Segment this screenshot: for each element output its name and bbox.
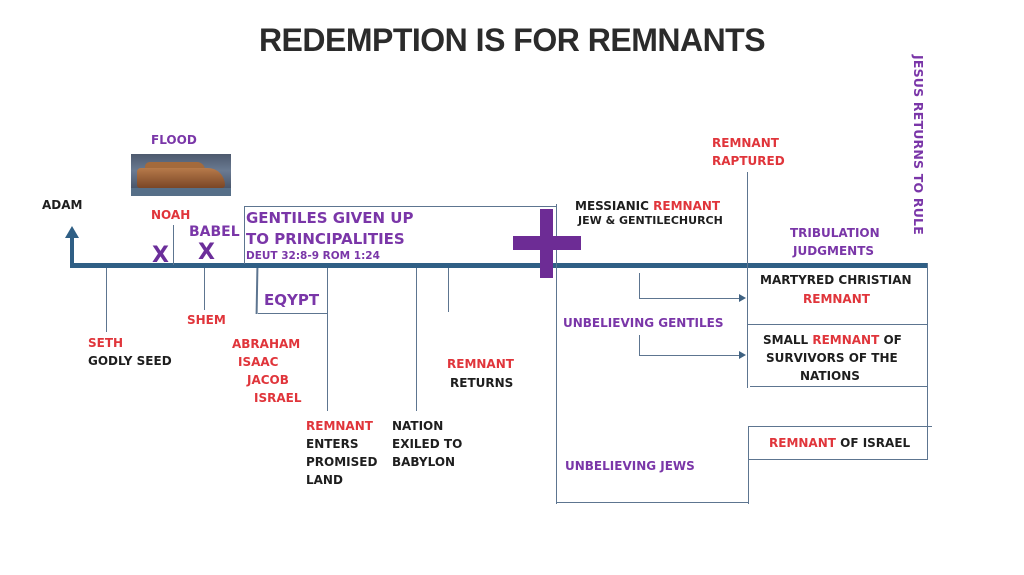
promised-line1: ENTERS <box>306 437 359 451</box>
noah-divider <box>173 225 174 265</box>
tribulation-line2: JUDGMENTS <box>793 244 875 258</box>
survivors-line1: SMALL REMNANT OF <box>763 331 902 349</box>
egypt-box-left <box>255 268 259 314</box>
gentiles-reference: DEUT 32:8-9 ROM 1:24 <box>246 250 380 262</box>
arrow-up-icon <box>65 226 79 238</box>
label-babel: BABEL <box>189 224 240 240</box>
label-abraham: ABRAHAM <box>232 337 301 351</box>
gentiles-line2: TO PRINCIPALITIES <box>246 230 405 248</box>
jesus-returns-label: JESUS RETURNS TO RULE <box>911 55 926 235</box>
returns-label: RETURNS <box>450 376 514 390</box>
promised-land-tick <box>327 268 328 411</box>
martyred-line1: MARTYRED CHRISTIAN <box>760 273 912 287</box>
of-text: OF <box>879 333 902 347</box>
messianic-remnant-label: MESSIANIC REMNANT <box>575 197 720 215</box>
israel-box-left <box>748 426 749 504</box>
label-noah: NOAH <box>151 208 191 222</box>
arrow-to-martyred <box>639 298 739 299</box>
unbelieving-jews-label: UNBELIEVING JEWS <box>565 459 695 473</box>
exile-tick <box>416 268 417 411</box>
label-adam: ADAM <box>42 198 83 212</box>
gentiles-box-left <box>244 206 245 264</box>
seth-tick <box>106 268 107 332</box>
martyred-box-bottom <box>748 324 928 325</box>
arrow-right-icon <box>739 294 746 302</box>
x-mark-icon: X <box>198 240 215 265</box>
label-israel: ISRAEL <box>254 391 302 405</box>
label-shem: SHEM <box>187 313 226 327</box>
israel-remnant-red: REMNANT <box>769 436 836 450</box>
arrow-to-survivors <box>639 355 739 356</box>
label-seth: SETH <box>88 336 124 350</box>
page-title: REDEMPTION IS FOR REMNANTS <box>258 22 766 58</box>
ark-icon <box>131 154 231 196</box>
messianic-text: MESSIANIC <box>575 199 654 213</box>
label-jacob: JACOB <box>247 373 289 387</box>
gentiles-branch-bottom <box>639 335 640 355</box>
shem-tick <box>204 268 205 310</box>
returns-tick <box>448 268 449 312</box>
small-remnant-text: REMNANT <box>812 333 880 347</box>
israel-remnant-label: REMNANT OF ISRAEL <box>769 434 910 452</box>
label-flood: FLOOD <box>151 133 197 147</box>
israel-box-top <box>748 426 932 427</box>
survivors-line3: NATIONS <box>800 369 860 383</box>
israel-box-bottom <box>748 459 928 460</box>
promised-line3: LAND <box>306 473 343 487</box>
small-text: SMALL <box>763 333 813 347</box>
israel-remnant-black: OF ISRAEL <box>835 436 911 450</box>
exile-line1: NATION <box>392 419 444 433</box>
gentiles-branch-top <box>639 273 640 299</box>
exile-line2: EXILED TO <box>392 437 463 451</box>
survivors-box-bottom <box>750 386 928 387</box>
messianic-remnant-text: REMNANT <box>653 199 721 213</box>
promised-remnant: REMNANT <box>306 419 373 433</box>
arrow-right-icon <box>739 351 746 359</box>
tribulation-line1: TRIBULATION <box>790 226 880 240</box>
unbelieving-gentiles-label: UNBELIEVING GENTILES <box>563 316 724 330</box>
martyred-remnant: REMNANT <box>803 292 870 306</box>
gentiles-line1: GENTILES GIVEN UP <box>246 209 414 227</box>
label-godly-seed: GODLY SEED <box>88 354 172 368</box>
x-mark-icon: X <box>152 243 169 268</box>
egypt-box-bottom <box>258 313 328 314</box>
right-box-edge <box>927 263 928 460</box>
rapture-divider <box>747 172 748 388</box>
survivors-line2: SURVIVORS OF THE <box>766 351 898 365</box>
jews-box-bottom <box>556 502 749 503</box>
gentiles-box-top <box>244 206 556 207</box>
messianic-subtitle: JEW & GENTILECHURCH <box>578 214 723 227</box>
raptured-line2: RAPTURED <box>712 154 785 168</box>
label-egypt: EQYPT <box>264 291 320 309</box>
promised-line2: PROMISED <box>306 455 378 469</box>
church-era-divider <box>556 204 557 504</box>
exile-line3: BABYLON <box>392 455 456 469</box>
raptured-line1: REMNANT <box>712 136 779 150</box>
label-isaac: ISAAC <box>238 355 279 369</box>
returns-remnant: REMNANT <box>447 357 514 371</box>
